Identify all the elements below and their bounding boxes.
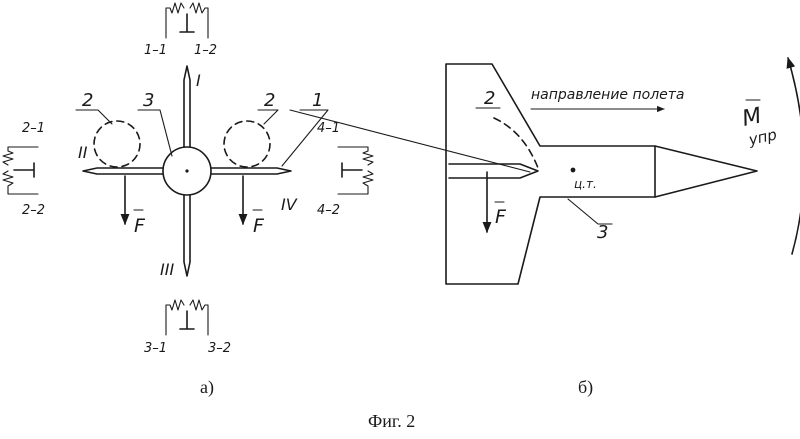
label-3-2: 3–2 [208,341,231,356]
leader-3-a [137,109,173,157]
cg-dot [570,167,576,173]
cg-label: ц.т. [574,177,597,191]
flight-direction-label: направление полета [531,87,685,103]
deflection-arc [493,117,539,169]
caption-part-a: а) [200,377,214,398]
spring-group-top: 1–1 1–2 [144,2,217,58]
connector-line [289,109,531,173]
numeral-ii: II [78,143,88,162]
rocket-outline [445,63,758,285]
cross-section-view: F F I II III IV 2 3 2 1 1–1 1–2 [2,2,531,356]
side-view: направление полета 2 ц.т. F 3 M упр [445,56,800,285]
body-circle [162,146,212,196]
leader-2-left [75,109,113,125]
fin-right [210,167,292,175]
moment-arc [786,56,800,255]
label-3-a: 3 [143,90,154,111]
spring-group-right: 4–1 4–2 [317,121,374,218]
label-2-left: 2 [82,90,93,111]
force-label-side: F [495,206,507,228]
numeral-iv: IV [281,195,298,214]
force-label-right: F [253,215,265,237]
moment-label: M [740,103,764,131]
leader-2-right [257,109,279,125]
label-2-1: 2–1 [22,121,45,136]
label-1-2: 1–2 [194,43,217,58]
numeral-i: I [196,71,201,90]
label-4-1: 4–1 [317,121,340,136]
body-center-dot [185,169,189,173]
spring-group-bottom: 3–1 3–2 [144,299,231,356]
label-4-2: 4–2 [317,203,340,218]
fin-bottom [183,194,191,277]
control-surface [448,163,539,179]
label-2-side: 2 [484,88,495,109]
fin-left [82,167,164,175]
label-3-side: 3 [597,222,608,243]
spring-group-left: 2–1 2–2 [2,121,45,218]
moment-subscript: упр [746,125,778,149]
label-2-right: 2 [264,90,275,111]
label-1-1: 1–1 [144,43,167,58]
caption-part-b: б) [578,377,593,398]
figure-caption: Фиг. 2 [368,411,415,431]
dashed-circle-left [93,120,141,168]
fin-top [183,65,191,148]
leader-3-side [567,198,613,225]
label-3-1: 3–1 [144,341,167,356]
numeral-iii: III [160,260,174,279]
leader-1 [281,109,329,167]
dashed-circle-right [223,120,271,168]
label-2-2: 2–2 [22,203,45,218]
force-label-left: F [134,215,146,237]
label-1: 1 [312,90,323,111]
